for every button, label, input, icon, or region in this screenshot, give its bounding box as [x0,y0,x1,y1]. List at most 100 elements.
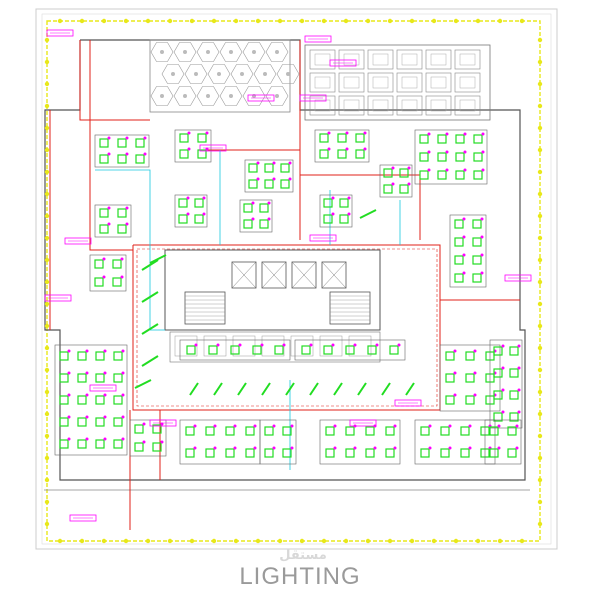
fixture-tag-dot [463,168,467,172]
green-fixture [465,351,475,361]
downlight [387,18,393,24]
fixture-tag-dot [142,422,146,426]
fixture-tag-dot [327,147,331,151]
fixture-tag-dot [121,371,125,375]
fixture-tag-dot [480,235,484,239]
green-fixture [367,345,377,355]
green-fixture [355,149,365,159]
fixture-tag-dot [428,424,432,428]
green-fixture [472,273,482,283]
hex-cell [173,42,197,62]
coffer-inner [459,53,476,66]
fixture-tag-dot [120,257,124,261]
fixture-tag-dot [445,168,449,172]
hex-light [206,94,210,98]
elevator-shaft [261,261,287,289]
fixture-tag-dot [353,446,357,450]
downlight [44,455,50,461]
green-fixture [99,208,109,218]
green-fixture [185,426,195,436]
fixture-tag-dot [187,147,191,151]
fixture-tag-dot [233,446,237,450]
fixture-tag-dot [282,343,286,347]
fixture-tag-dot [468,424,472,428]
green-fixture [339,198,349,208]
coffer-pattern [309,49,481,116]
circuit-tag [89,384,117,392]
elevator-shaft [231,261,257,289]
workstation-block [489,339,523,429]
elevator-shaft [321,261,347,289]
fixture-tag-dot [238,343,242,347]
green-fixture [383,168,393,178]
fixture-tag-dot [213,446,217,450]
fixture-tag-dot [497,424,501,428]
fixture-tag-dot [468,446,472,450]
fixture-tag-dot [125,136,129,140]
fixture-tag-dot [501,388,505,392]
fixture-tag-dot [453,393,457,397]
fixture-tag-dot [331,196,335,200]
green-fixture [243,219,253,229]
fixture-tag-dot [143,152,147,156]
green-fixture [419,170,429,180]
circuit-tag [329,59,357,67]
green-fixture [323,198,333,208]
coffer-cell [454,49,481,70]
green-fixture [94,259,104,269]
core-elements [169,261,381,363]
hex-cell [265,86,289,106]
downlight [44,191,50,197]
wc-stall [290,335,314,357]
downlight [211,18,217,24]
fixture-tag-dot [256,177,260,181]
workstation-block [179,339,291,361]
green-fixture [264,426,274,436]
downlight [44,147,50,153]
hex-light [194,72,198,76]
downlight [189,538,195,544]
hex-cell [219,86,243,106]
fixture-tag-dot [267,201,271,205]
fixture-tag-dot [103,415,107,419]
hex-light [217,72,221,76]
fixture-tag-dot [427,132,431,136]
hex-light [229,50,233,54]
coffer-inner [343,53,360,66]
green-fixture [113,417,123,427]
downlight [44,477,50,483]
green-fixture [95,395,105,405]
green-fixture [113,373,123,383]
fixture-tag-dot [107,206,111,210]
downlight [44,279,50,285]
fixture-tag-dot [445,150,449,154]
green-fixture [365,448,375,458]
fixture-tag-dot [347,212,351,216]
fixture-tag-dot [251,217,255,221]
fixture-tag-dot [85,393,89,397]
linear-light [141,355,159,367]
hex-light [183,50,187,54]
workstation-block [94,134,150,168]
coffer-inner [430,99,447,112]
workstation-block [174,129,212,163]
hex-light [160,50,164,54]
fixture-tag-dot [462,217,466,221]
green-fixture [345,426,355,436]
green-fixture [472,237,482,247]
green-fixture [473,134,483,144]
downlight [44,389,50,395]
downlight [167,538,173,544]
coffer-inner [372,76,389,89]
hex-cell [219,42,243,62]
downlight [537,345,543,351]
fixture-tag-dot [160,440,164,444]
fixture-tag-dot [121,437,125,441]
downlight [44,235,50,241]
downlight [123,538,129,544]
green-fixture [152,442,162,452]
fixture-tag-dot [375,343,379,347]
linear-light [405,382,415,396]
workstation-block [244,159,294,193]
green-fixture [440,448,450,458]
